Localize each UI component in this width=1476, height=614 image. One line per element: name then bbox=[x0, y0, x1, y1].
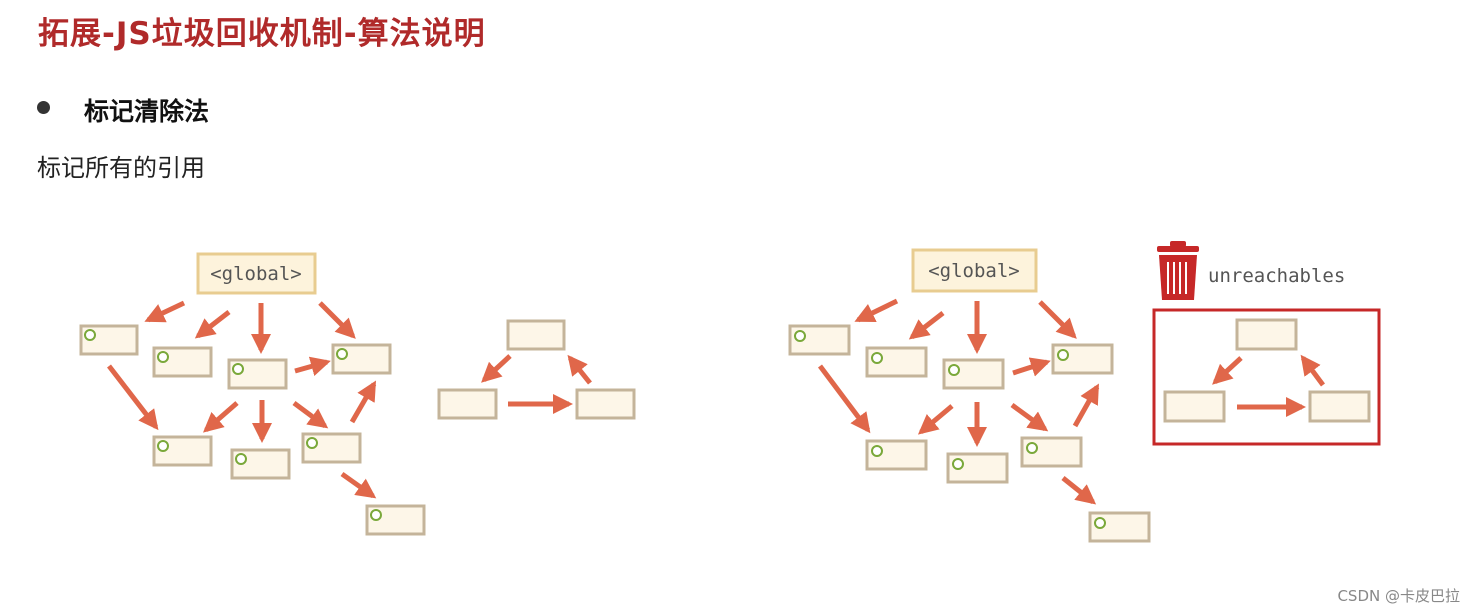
trash-bin-icon bbox=[1157, 241, 1199, 300]
description-text: 标记所有的引用 bbox=[37, 154, 205, 182]
left-arrows bbox=[107, 300, 592, 499]
global-label: <global> bbox=[210, 263, 302, 285]
page-title: 拓展-JS垃圾回收机制-算法说明 bbox=[38, 16, 486, 52]
unreachable-nodes bbox=[437, 319, 636, 420]
global-node: <global> bbox=[196, 252, 317, 295]
bullet-dot bbox=[37, 101, 50, 114]
watermark: CSDN @卡皮巴拉 bbox=[1337, 587, 1460, 605]
reachable-nodes bbox=[788, 324, 1151, 543]
unreachable-group bbox=[1152, 308, 1381, 446]
unreachable-box bbox=[1152, 308, 1381, 446]
global-node: <global> bbox=[911, 248, 1038, 293]
reachable-marks bbox=[84, 329, 382, 521]
global-label: <global> bbox=[928, 260, 1020, 282]
right-arrows bbox=[818, 298, 1100, 505]
right-diagram: <global> bbox=[788, 241, 1381, 543]
left-diagram: <global> bbox=[79, 252, 636, 536]
unreachables-label: unreachables bbox=[1208, 265, 1345, 287]
reachable-nodes bbox=[79, 324, 426, 536]
section-heading: 标记清除法 bbox=[84, 97, 210, 126]
reachable-marks bbox=[794, 330, 1106, 529]
